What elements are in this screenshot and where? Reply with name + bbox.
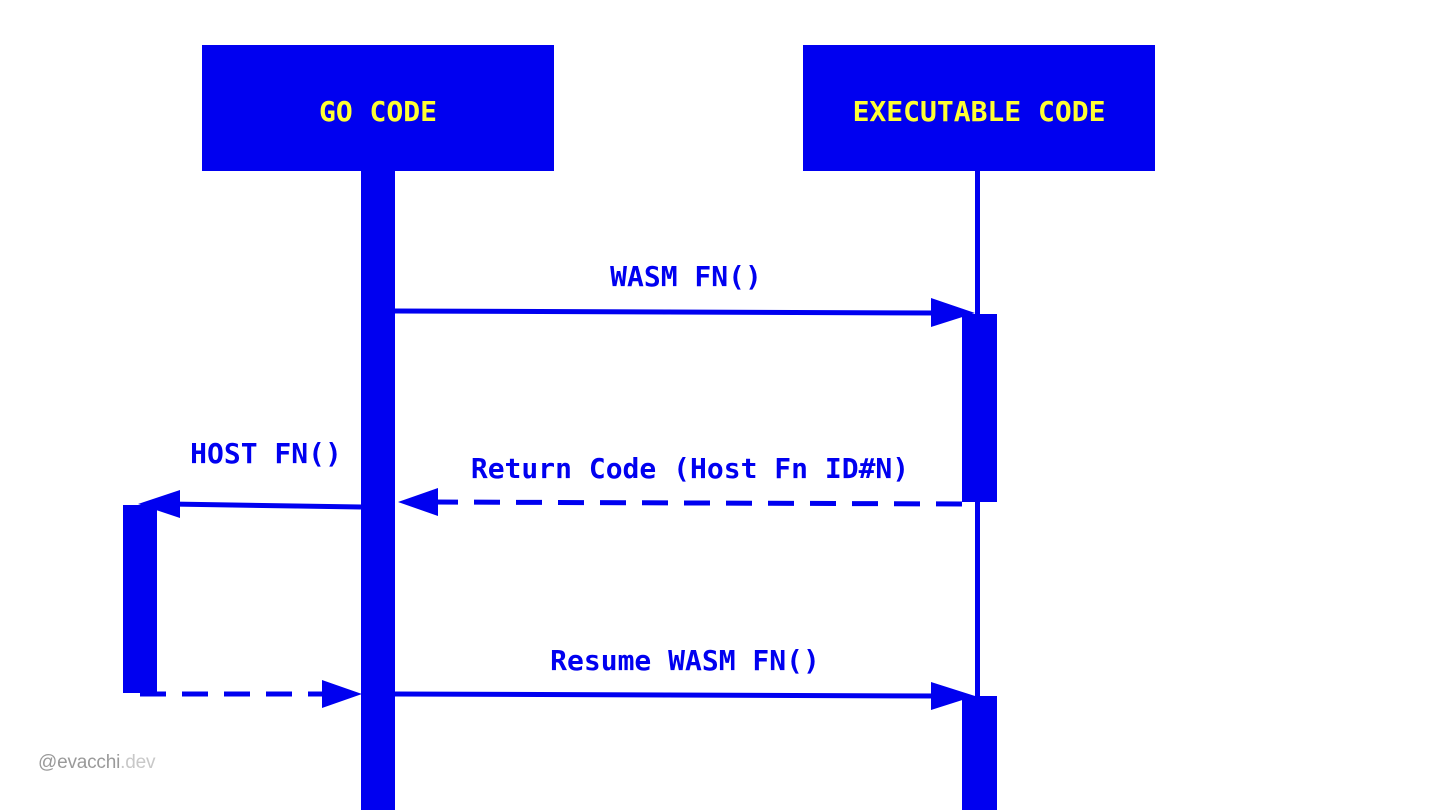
go-code-lifeline [361, 170, 395, 810]
wasm-fn-label: WASM FN() [610, 260, 762, 293]
go-code-label: GO CODE [319, 95, 437, 128]
wasm-fn-arrowhead [931, 298, 975, 327]
host-fn-arrow-line [169, 501, 362, 510]
return-code-arrow-line [429, 499, 963, 507]
wasm-fn-arrow-line [394, 308, 941, 316]
go-code-actor: GO CODE [202, 45, 554, 171]
return-code-label: Return Code (Host Fn ID#N) [471, 452, 909, 485]
author-handle-domain: .dev [120, 752, 156, 773]
host-fn-arrowhead [138, 490, 180, 518]
message-resume: Resume WASM FN() [394, 644, 975, 710]
executable-activation-bar-2 [962, 696, 997, 810]
resume-arrowhead [931, 682, 975, 710]
resume-label: Resume WASM FN() [550, 644, 820, 677]
executable-activation-bar-1 [962, 314, 997, 502]
executable-code-label: EXECUTABLE CODE [853, 95, 1106, 128]
executable-code-box [803, 45, 1155, 171]
message-wasm-fn: WASM FN() [394, 260, 975, 327]
author-handle-name: @evacchi [38, 752, 121, 773]
host-fn-label: HOST FN() [190, 437, 342, 470]
host-return-arrowhead [322, 680, 362, 708]
go-code-box [202, 45, 554, 171]
message-host-fn: HOST FN() [138, 437, 362, 518]
message-host-return [140, 680, 362, 708]
author-handle: @evacchi.dev [38, 752, 155, 774]
message-return-code: Return Code (Host Fn ID#N) [398, 452, 963, 516]
resume-arrow-line [394, 691, 941, 699]
return-code-arrowhead [398, 488, 438, 516]
host-activation-bar [123, 505, 157, 693]
executable-code-actor: EXECUTABLE CODE [803, 45, 1155, 171]
